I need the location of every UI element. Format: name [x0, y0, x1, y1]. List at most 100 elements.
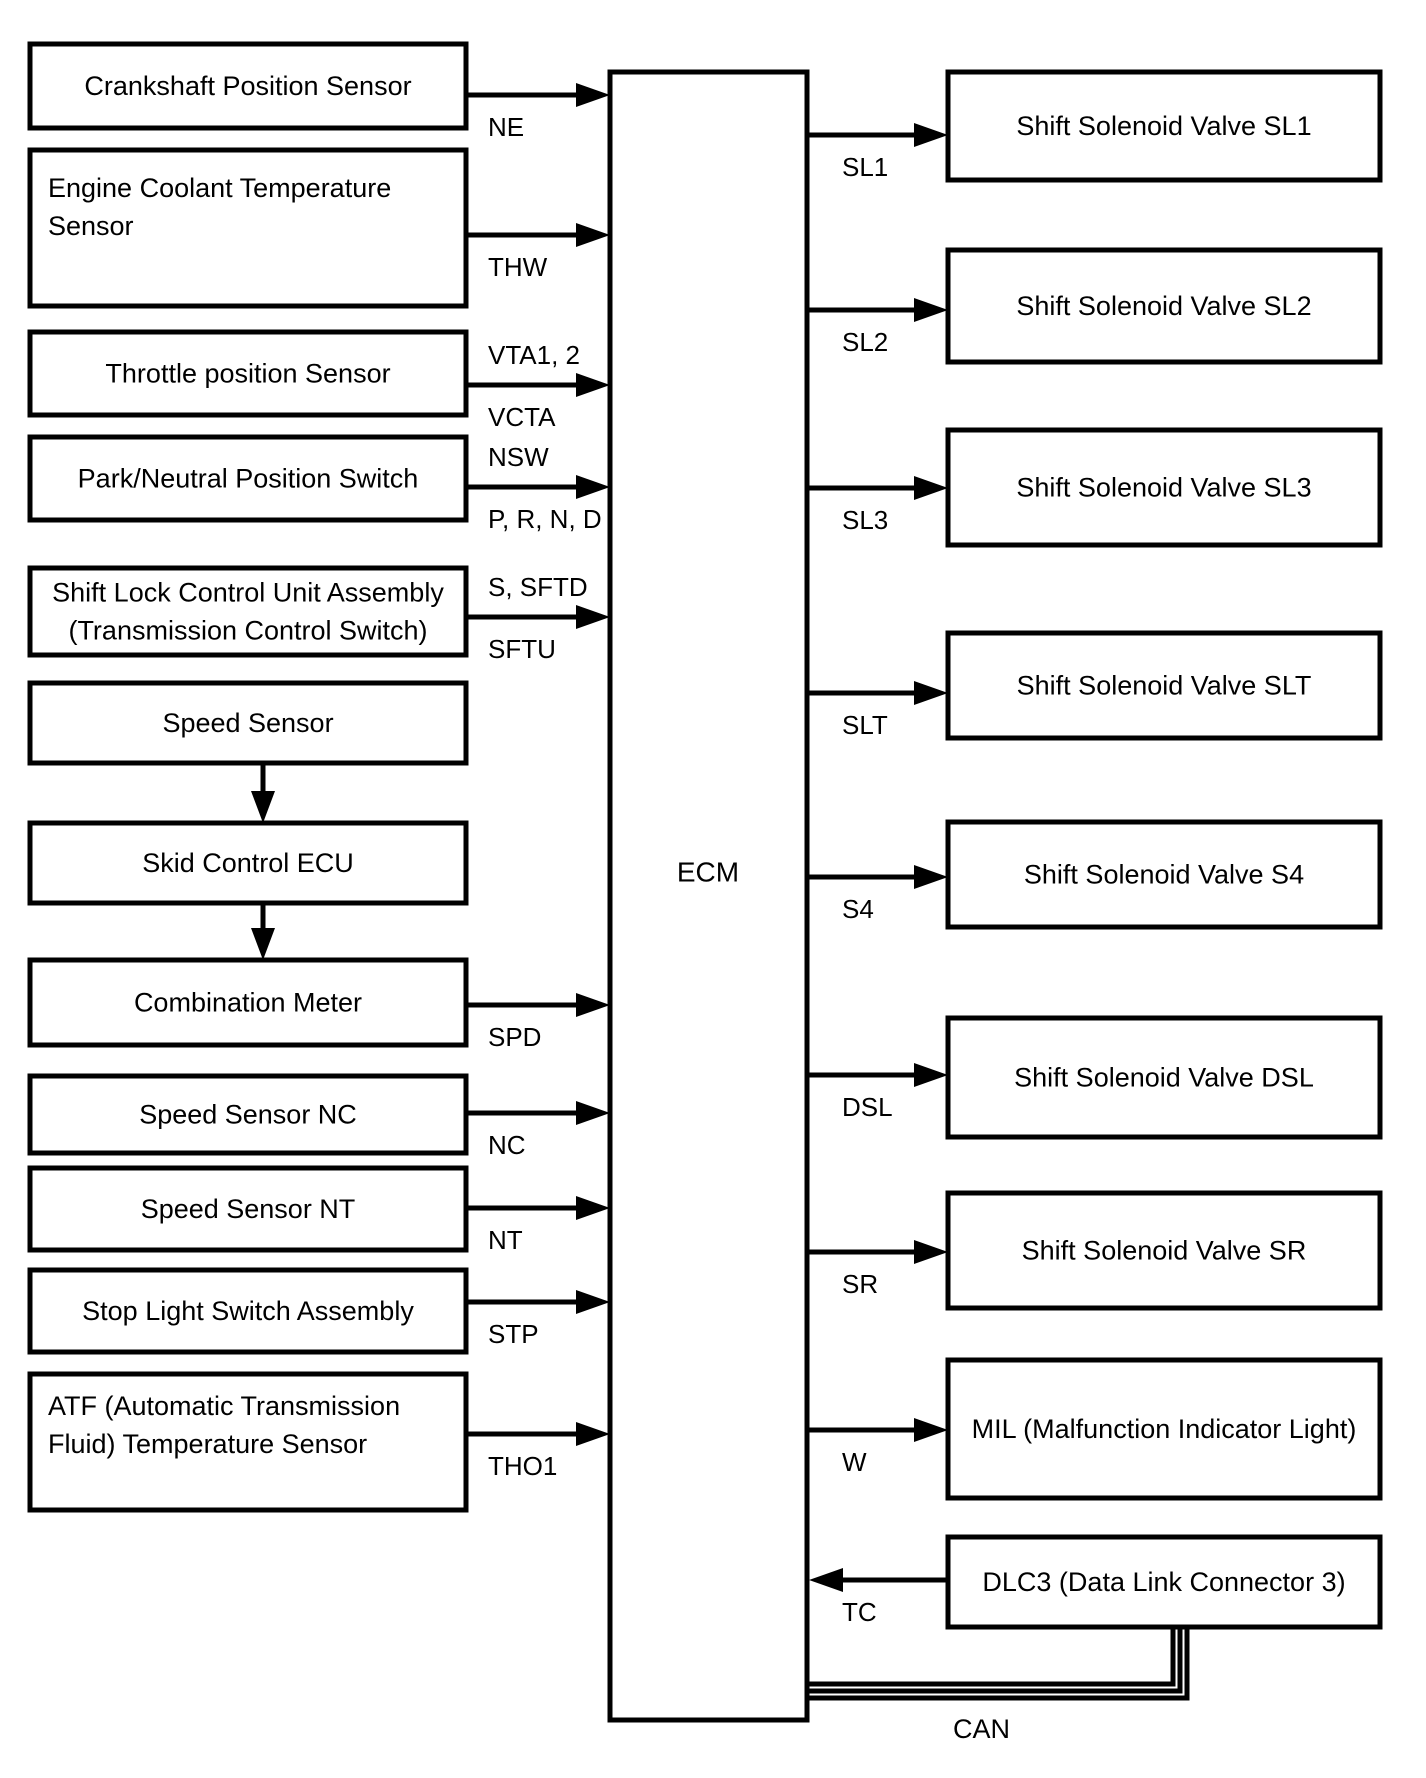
can-bus-strand	[807, 1627, 1176, 1687]
signal-label-below: SL1	[842, 152, 888, 182]
node-ecm: ECM	[607, 69, 810, 1723]
node-label-line: Fluid) Temperature Sensor	[48, 1429, 367, 1459]
node-skid-control-ecu: Skid Control ECU	[27, 820, 469, 960]
node-box	[27, 565, 469, 658]
arrow-engine-coolant-temperature-sensor-head	[576, 223, 610, 247]
arrow-combination-meter-head	[576, 993, 610, 1017]
arrow-shift-solenoid-valve-sr-head	[914, 1240, 948, 1264]
signal-label-below: NC	[488, 1130, 526, 1160]
signal-label-below: S4	[842, 894, 874, 924]
arrow-park-neutral-position-switch-head	[576, 475, 610, 499]
node-box	[945, 1190, 1383, 1311]
node-label-line: Crankshaft Position Sensor	[84, 71, 411, 101]
node-label-line: Shift Solenoid Valve DSL	[1014, 1063, 1314, 1093]
arrow-shift-solenoid-valve-sl2-head	[914, 298, 948, 322]
node-box	[945, 427, 1383, 548]
signal-label-below: VCTA	[488, 402, 556, 432]
signal-label-below: SFTU	[488, 634, 556, 664]
node-box	[27, 147, 469, 309]
node-label-line: Shift Solenoid Valve S4	[1024, 860, 1304, 890]
arrow-speed-sensor-nt-head	[576, 1196, 610, 1220]
arrow-atf-temperature-sensor-head	[576, 1422, 610, 1446]
signal-label-below: P, R, N, D	[488, 504, 602, 534]
node-box	[945, 1015, 1383, 1140]
node-label-line: DLC3 (Data Link Connector 3)	[982, 1567, 1345, 1597]
node-label-line: Speed Sensor NT	[141, 1194, 356, 1224]
node-label-line: Combination Meter	[134, 988, 362, 1018]
node-label-line: Shift Lock Control Unit Assembly	[52, 578, 444, 608]
arrow-throttle-position-sensor-head	[576, 373, 610, 397]
node-box	[27, 41, 469, 131]
node-box	[27, 434, 469, 523]
can-bus-strand	[807, 1627, 1190, 1701]
can-bus-strand	[807, 1627, 1183, 1694]
arrow-dlc3-data-link-connector-3-head	[809, 1568, 843, 1592]
ecm-box	[607, 69, 810, 1723]
signal-label-below: SLT	[842, 710, 888, 740]
node-box	[27, 1267, 469, 1355]
signal-label-below: TC	[842, 1597, 877, 1627]
node-dlc3-data-link-connector-3: DLC3 (Data Link Connector 3) TC	[809, 1534, 1383, 1630]
node-label-line: Shift Solenoid Valve SL3	[1016, 473, 1311, 503]
node-box	[27, 820, 469, 906]
arrow-mil-malfunction-indicator-light-head	[914, 1418, 948, 1442]
arrow-crankshaft-position-sensor-head	[576, 83, 610, 107]
signal-label-above: NSW	[488, 442, 549, 472]
node-box	[945, 1357, 1383, 1501]
node-label-line: Shift Solenoid Valve SL2	[1016, 291, 1311, 321]
can-bus-label: CAN	[953, 1714, 1010, 1744]
signal-label-below: DSL	[842, 1092, 893, 1122]
down-arrow-skid-control-ecu-head	[251, 928, 275, 960]
node-box	[945, 1534, 1383, 1630]
node-shift-lock-control-unit-assembly: Shift Lock Control Unit Assembly (Transmi…	[27, 565, 610, 664]
node-label-line: Speed Sensor NC	[139, 1100, 357, 1130]
signal-label-below: NE	[488, 112, 524, 142]
signal-label-below: THO1	[488, 1451, 557, 1481]
signal-label-below: STP	[488, 1319, 539, 1349]
down-arrow-speed-sensor-head	[251, 791, 275, 823]
node-label-line: ATF (Automatic Transmission	[48, 1391, 400, 1421]
arrow-shift-solenoid-valve-slt-head	[914, 681, 948, 705]
node-box	[27, 680, 469, 766]
node-box	[27, 1073, 469, 1156]
arrow-stop-light-switch-assembly-head	[576, 1290, 610, 1314]
can-bus: CAN	[807, 1627, 1190, 1744]
node-label-line: Throttle position Sensor	[105, 359, 390, 389]
node-label-line: Skid Control ECU	[142, 848, 354, 878]
ecm-label: ECM	[677, 857, 739, 888]
node-label-line: Stop Light Switch Assembly	[82, 1296, 414, 1326]
node-mil-malfunction-indicator-light: MIL (Malfunction Indicator Light)W	[807, 1357, 1383, 1501]
arrow-shift-solenoid-valve-sl1-head	[914, 123, 948, 147]
node-box	[27, 329, 469, 418]
node-box	[945, 819, 1383, 930]
node-label-line: Shift Solenoid Valve SL1	[1016, 111, 1311, 141]
node-label-line: Engine Coolant Temperature	[48, 173, 391, 203]
signal-label-below: SPD	[488, 1022, 541, 1052]
node-label-line: Sensor	[48, 211, 134, 241]
arrow-shift-solenoid-valve-dsl-head	[914, 1063, 948, 1087]
node-box	[27, 1165, 469, 1253]
node-box	[945, 247, 1383, 365]
arrow-shift-solenoid-valve-sl3-head	[914, 476, 948, 500]
node-label-line: Speed Sensor	[162, 708, 333, 738]
node-label-line: (Transmission Control Switch)	[68, 616, 427, 646]
arrow-shift-lock-control-unit-assembly-head	[576, 605, 610, 629]
signal-label-above: S, SFTD	[488, 572, 588, 602]
node-speed-sensor: Speed Sensor	[27, 680, 469, 823]
signal-label-below: NT	[488, 1225, 523, 1255]
node-shift-solenoid-valve-dsl: Shift Solenoid Valve DSL DSL	[807, 1015, 1383, 1140]
signal-label-below: THW	[488, 252, 548, 282]
node-speed-sensor-nc: Speed Sensor NC NC	[27, 1073, 610, 1160]
arrow-speed-sensor-nc-head	[576, 1101, 610, 1125]
node-shift-solenoid-valve-s4: Shift Solenoid Valve S4 S4	[807, 819, 1383, 930]
signal-label-below: SL2	[842, 327, 888, 357]
